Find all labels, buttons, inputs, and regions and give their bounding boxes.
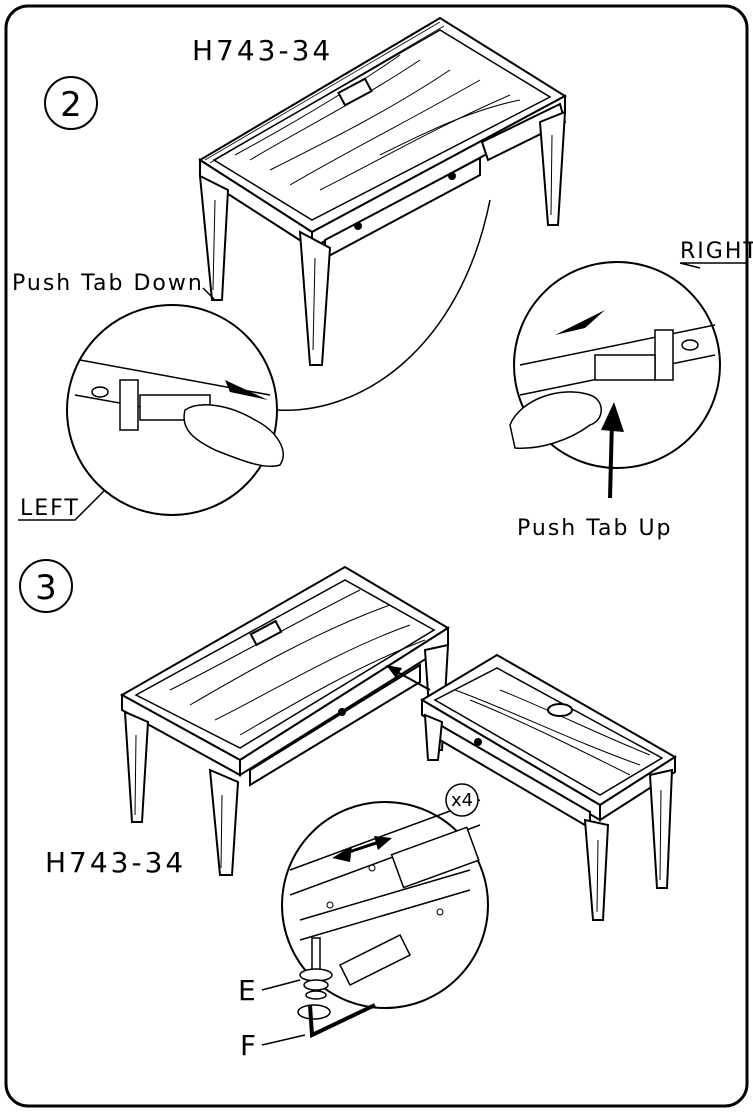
push-tab-up-label: Push Tab Up — [517, 516, 673, 541]
leader-line — [679, 262, 746, 269]
leader-line — [261, 979, 301, 991]
arrow-up-icon — [601, 402, 624, 432]
part-f-label: F — [240, 1029, 259, 1062]
hand-icon — [183, 404, 284, 468]
page-border — [4, 4, 749, 1108]
step-3: 3 H743-34 — [19, 559, 677, 1062]
step-2-badge — [44, 76, 98, 130]
arrow-right-icon — [374, 836, 392, 850]
step-3-number: 3 — [35, 568, 57, 608]
arrow-icon — [386, 665, 402, 678]
step-2-model-number: H743-34 — [192, 34, 333, 67]
part-e-label: E — [238, 974, 259, 1007]
desk-illustration — [119, 565, 450, 876]
leader-line — [202, 287, 216, 301]
return-desk-illustration — [420, 653, 677, 921]
leader-line — [18, 489, 106, 521]
right-detail-callout — [509, 261, 721, 499]
desk-illustration — [198, 16, 567, 366]
arrow-left-icon — [332, 846, 352, 862]
quantity-label: x4 — [451, 790, 473, 811]
step-2-number: 2 — [60, 85, 82, 125]
step-2: 2 H743-34 — [12, 16, 753, 541]
push-tab-down-label: Push Tab Down — [12, 271, 204, 296]
quantity-badge — [445, 783, 479, 817]
left-label: LEFT — [20, 496, 80, 521]
leader-line — [261, 1034, 306, 1046]
connector-detail-callout — [281, 799, 489, 1009]
arrow-left-icon — [555, 310, 605, 335]
hardware-parts — [297, 937, 376, 1039]
left-detail-callout — [66, 199, 491, 516]
step-3-model-number: H743-34 — [45, 846, 186, 879]
right-label: RIGHT — [680, 239, 753, 264]
arrow-right-icon — [225, 380, 268, 400]
hand-icon — [509, 391, 602, 449]
step-3-badge — [19, 559, 73, 613]
